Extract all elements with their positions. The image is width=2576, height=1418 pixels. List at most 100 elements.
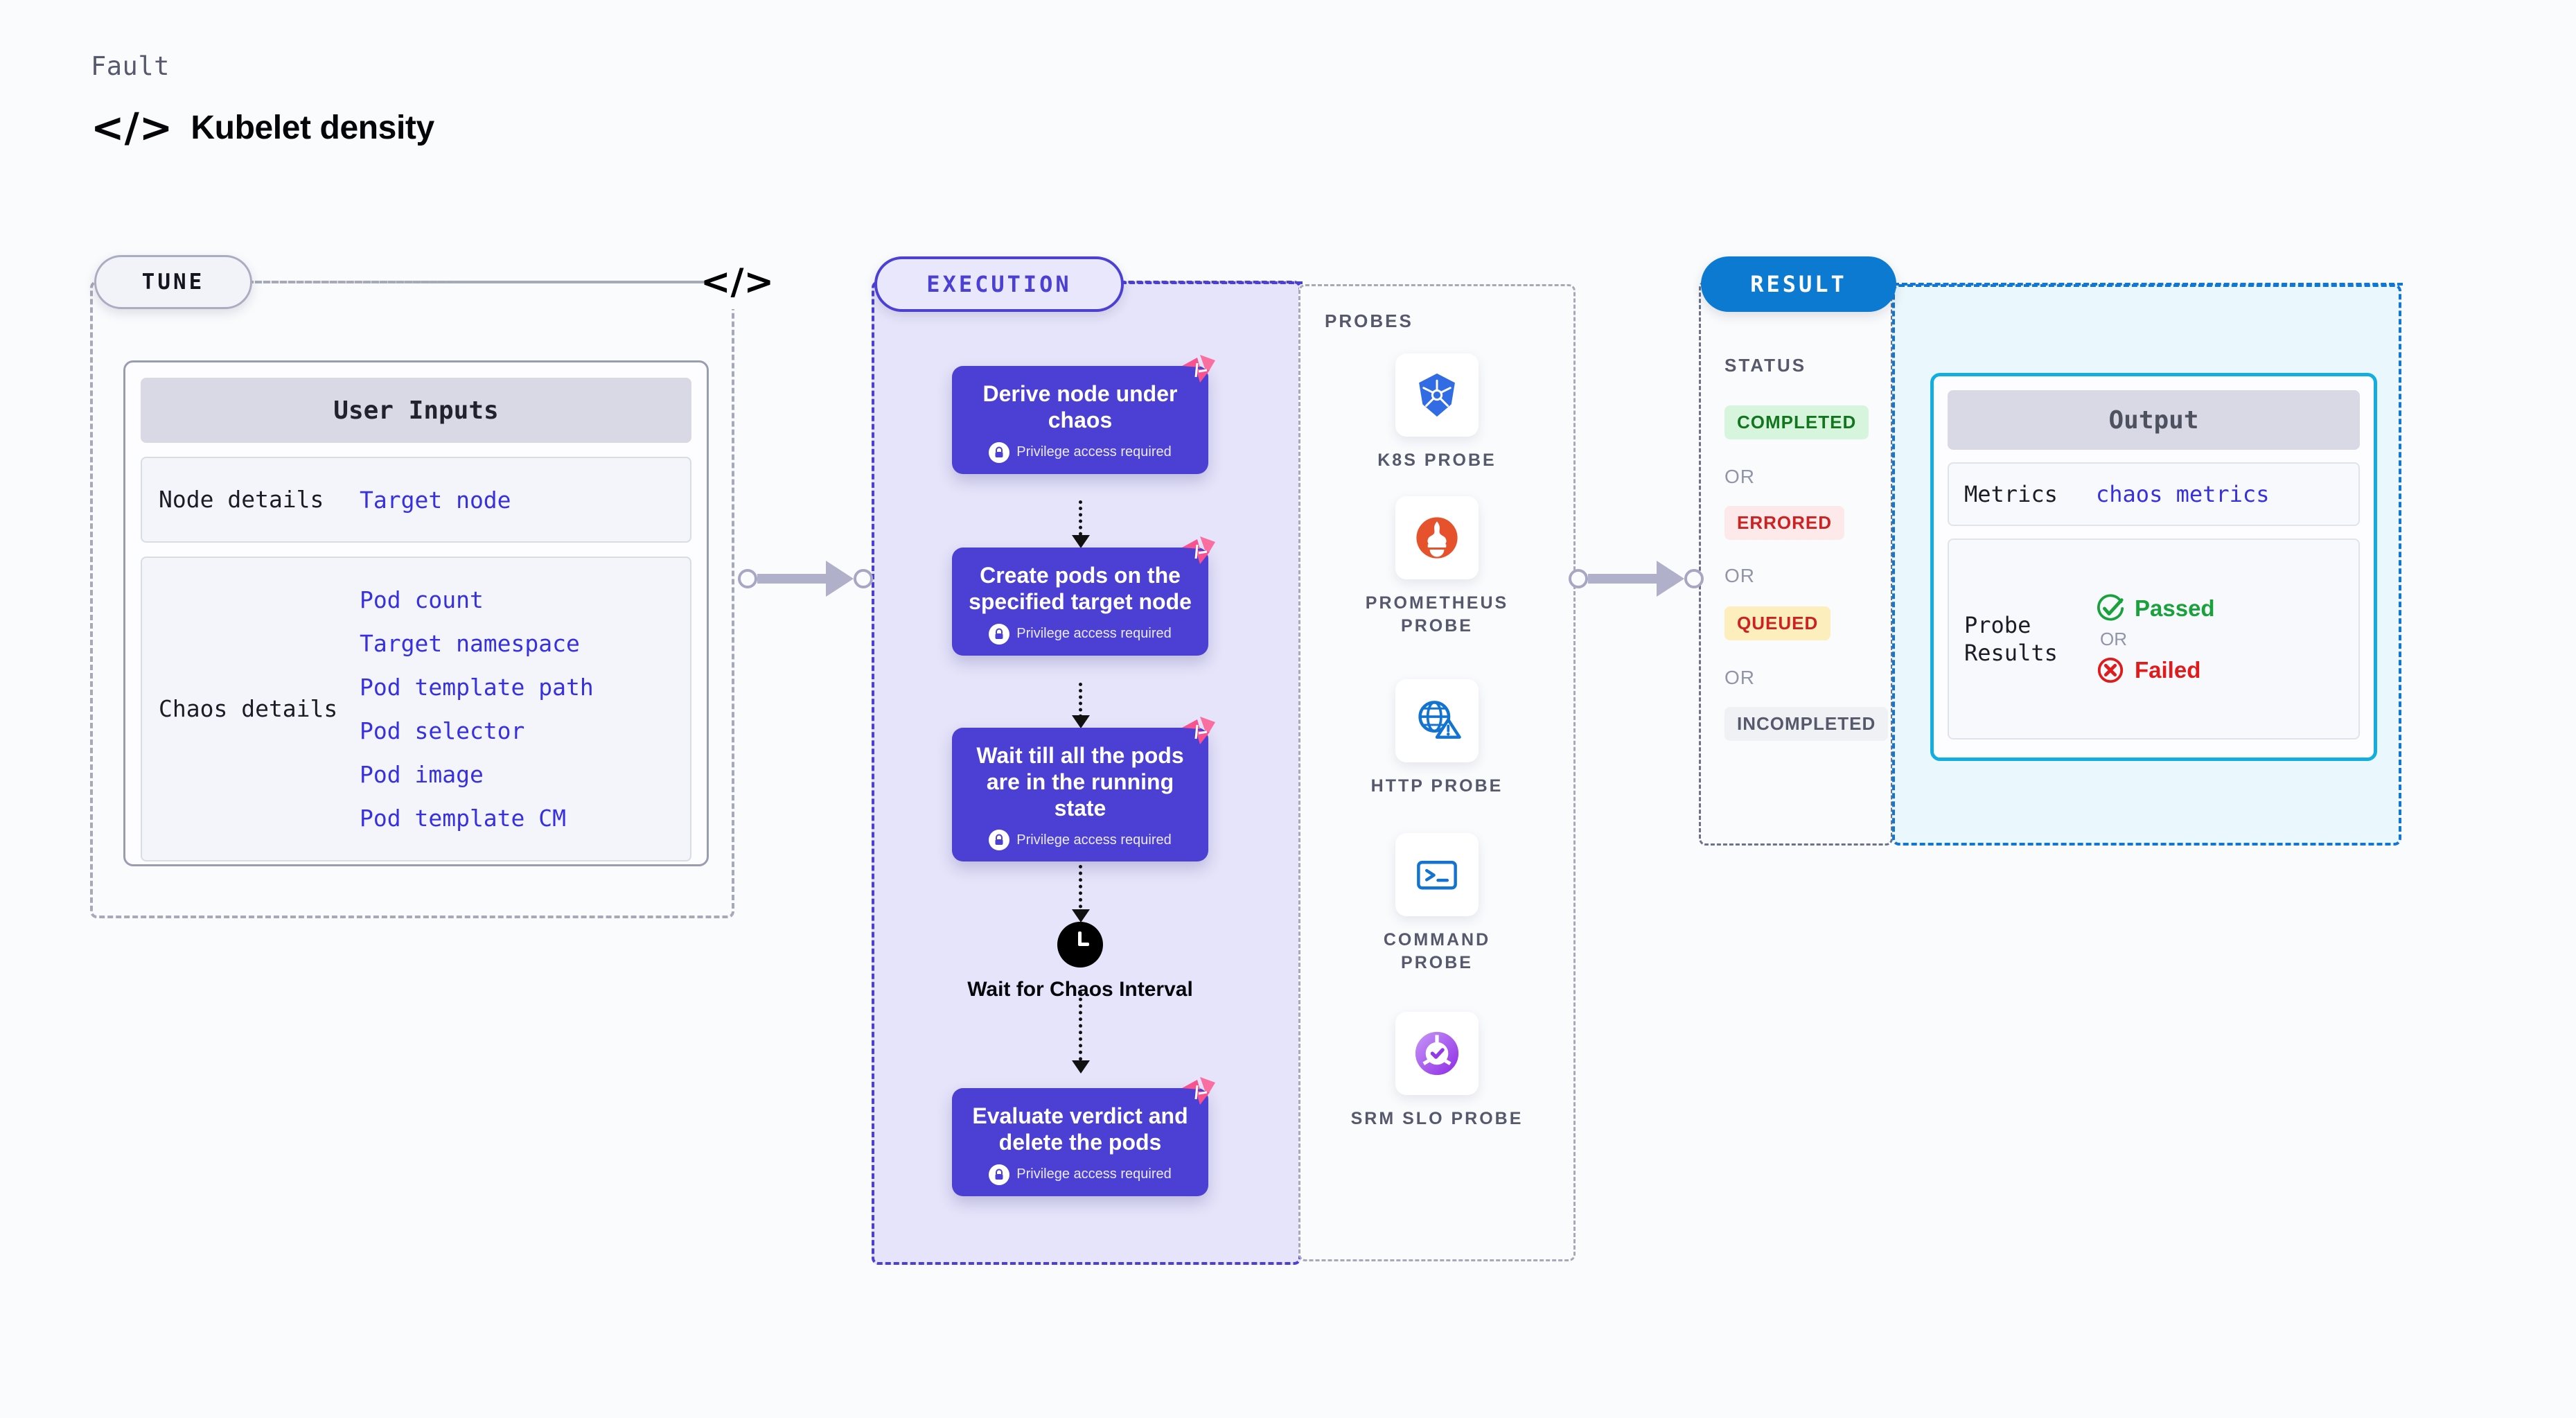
- probes-panel: [1298, 284, 1576, 1261]
- connector-bar: [1588, 574, 1658, 584]
- probe-label: PROMETHEUS PROBE: [1365, 593, 1509, 636]
- output-row-probe-results: Probe Results Passed OR Faile: [1948, 539, 2360, 739]
- execution-step[interactable]: Wait till all the pods are in the runnin…: [952, 717, 1215, 862]
- prometheus-icon: [1395, 496, 1479, 579]
- verdict-label: Failed: [2135, 656, 2201, 683]
- step-connector-line: [1079, 865, 1082, 915]
- status-badge-completed: COMPLETED: [1724, 405, 1869, 439]
- probe-label: SRM SLO PROBE: [1350, 1109, 1524, 1128]
- metrics-label: Metrics: [1964, 481, 2058, 507]
- user-inputs-card: User Inputs Node details Target node Cha…: [123, 360, 709, 866]
- input-value[interactable]: Pod template path: [360, 674, 594, 701]
- input-value[interactable]: Target namespace: [360, 630, 580, 657]
- stage-badge-result[interactable]: RESULT: [1701, 256, 1896, 312]
- connector-start-dot: [1569, 569, 1588, 588]
- probe-label: K8S PROBE: [1377, 450, 1497, 470]
- tune-code-icon: </>: [700, 255, 774, 309]
- input-group-node-details: Node details Target node: [141, 457, 691, 543]
- execution-step[interactable]: Evaluate verdict and delete the pods Pri…: [952, 1077, 1215, 1196]
- step-privilege-note: Privilege access required: [964, 1164, 1196, 1185]
- status-badge-queued: QUEUED: [1724, 606, 1831, 640]
- step-connector-line: [1079, 683, 1082, 724]
- connector-end-dot: [1684, 569, 1704, 588]
- metrics-value[interactable]: chaos metrics: [2096, 481, 2270, 507]
- privilege-text: Privilege access required: [1016, 832, 1172, 848]
- input-group-label: Chaos details: [159, 695, 338, 723]
- execution-step[interactable]: Derive node under chaos Privilege access…: [952, 355, 1215, 474]
- probe-results-label: Probe Results: [1964, 612, 2058, 666]
- step-connector-line: [1079, 991, 1082, 1067]
- step-title: Evaluate verdict and delete the pods: [972, 1103, 1188, 1155]
- input-value[interactable]: Pod count: [360, 586, 484, 613]
- stage-badge-tune[interactable]: TUNE: [94, 255, 252, 309]
- probe-label: COMMAND PROBE: [1383, 930, 1491, 972]
- connector-start-dot: [738, 569, 757, 588]
- stage-badge-execution[interactable]: EXECUTION: [874, 256, 1124, 312]
- step-connector-arrow: [1072, 1060, 1090, 1074]
- probe-item-srm-slo[interactable]: SRM SLO PROBE: [1347, 1012, 1527, 1130]
- slo-donut-icon: [1395, 1012, 1479, 1095]
- globe-warning-icon: [1395, 679, 1479, 762]
- connector-end-dot: [854, 569, 873, 588]
- step-privilege-note: Privilege access required: [964, 830, 1196, 851]
- input-value[interactable]: Pod selector: [360, 717, 525, 744]
- user-inputs-title: User Inputs: [141, 378, 691, 443]
- input-value[interactable]: Target node: [360, 486, 511, 514]
- input-group-label: Node details: [159, 486, 324, 514]
- execution-leader-line: [1121, 281, 1303, 284]
- step-privilege-note: Privilege access required: [964, 441, 1196, 463]
- connector-tune-to-execution: [738, 561, 873, 597]
- tune-leader-line: [248, 281, 714, 283]
- input-value[interactable]: Pod image: [360, 761, 484, 788]
- lock-icon: [989, 623, 1010, 645]
- step-title: Wait till all the pods are in the runnin…: [976, 743, 1184, 821]
- probe-item-k8s[interactable]: K8S PROBE: [1347, 353, 1527, 472]
- connector-execution-to-result: [1569, 561, 1704, 597]
- probe-item-prometheus[interactable]: PROMETHEUS PROBE: [1347, 496, 1527, 637]
- output-title: Output: [1948, 390, 2360, 450]
- input-group-chaos-details: Chaos details Pod count Target namespace…: [141, 557, 691, 861]
- step-privilege-note: Privilege access required: [964, 623, 1196, 645]
- connector-arrowhead: [1657, 561, 1684, 597]
- status-title: STATUS: [1724, 355, 1807, 376]
- probe-item-http[interactable]: HTTP PROBE: [1347, 679, 1527, 798]
- step-connector-arrow: [1072, 535, 1090, 548]
- status-badge-incompleted: INCOMPLETED: [1724, 707, 1889, 741]
- input-group-values: Pod count Target namespace Pod template …: [360, 586, 594, 832]
- chaos-ribbon-icon: [1182, 1077, 1215, 1105]
- verdict-label: Passed: [2135, 595, 2215, 621]
- probe-item-command[interactable]: COMMAND PROBE: [1347, 833, 1527, 974]
- kubernetes-icon: [1395, 353, 1479, 437]
- privilege-text: Privilege access required: [1016, 1166, 1172, 1182]
- execution-step[interactable]: Create pods on the specified target node…: [952, 536, 1215, 656]
- step-connector-arrow: [1072, 909, 1090, 922]
- privilege-text: Privilege access required: [1016, 444, 1172, 459]
- result-leader-line: [1894, 283, 2403, 286]
- chaos-ribbon-icon: [1182, 355, 1215, 383]
- privilege-text: Privilege access required: [1016, 626, 1172, 641]
- input-value[interactable]: Pod template CM: [360, 805, 567, 832]
- chaos-ribbon-icon: [1182, 536, 1215, 564]
- check-circle-icon: [2097, 593, 2124, 620]
- clock-icon: [1057, 922, 1103, 968]
- probes-title: PROBES: [1325, 310, 1413, 331]
- page-title-row: </> Kubelet density: [91, 107, 434, 148]
- status-badge-errored: ERRORED: [1724, 506, 1845, 540]
- connector-bar: [757, 574, 827, 584]
- verdict-passed: Passed: [2096, 593, 2215, 623]
- lock-icon: [989, 441, 1010, 463]
- step-connector-arrow: [1072, 715, 1090, 728]
- lock-icon: [989, 830, 1010, 851]
- chaos-ribbon-icon: [1182, 717, 1215, 744]
- verdict-failed: Failed: [2096, 656, 2215, 685]
- verdict-or-label: OR: [2100, 628, 2127, 649]
- step-title: Derive node under chaos: [982, 381, 1178, 432]
- step-connector-line: [1079, 500, 1082, 542]
- status-or-label: OR: [1724, 466, 1755, 487]
- status-or-label: OR: [1724, 667, 1755, 688]
- probe-verdicts: Passed OR Failed: [2096, 593, 2215, 685]
- input-group-values: Target node: [360, 487, 511, 514]
- terminal-icon: [1395, 833, 1479, 916]
- output-card: Output Metrics chaos metrics Probe Resul…: [1930, 373, 2377, 761]
